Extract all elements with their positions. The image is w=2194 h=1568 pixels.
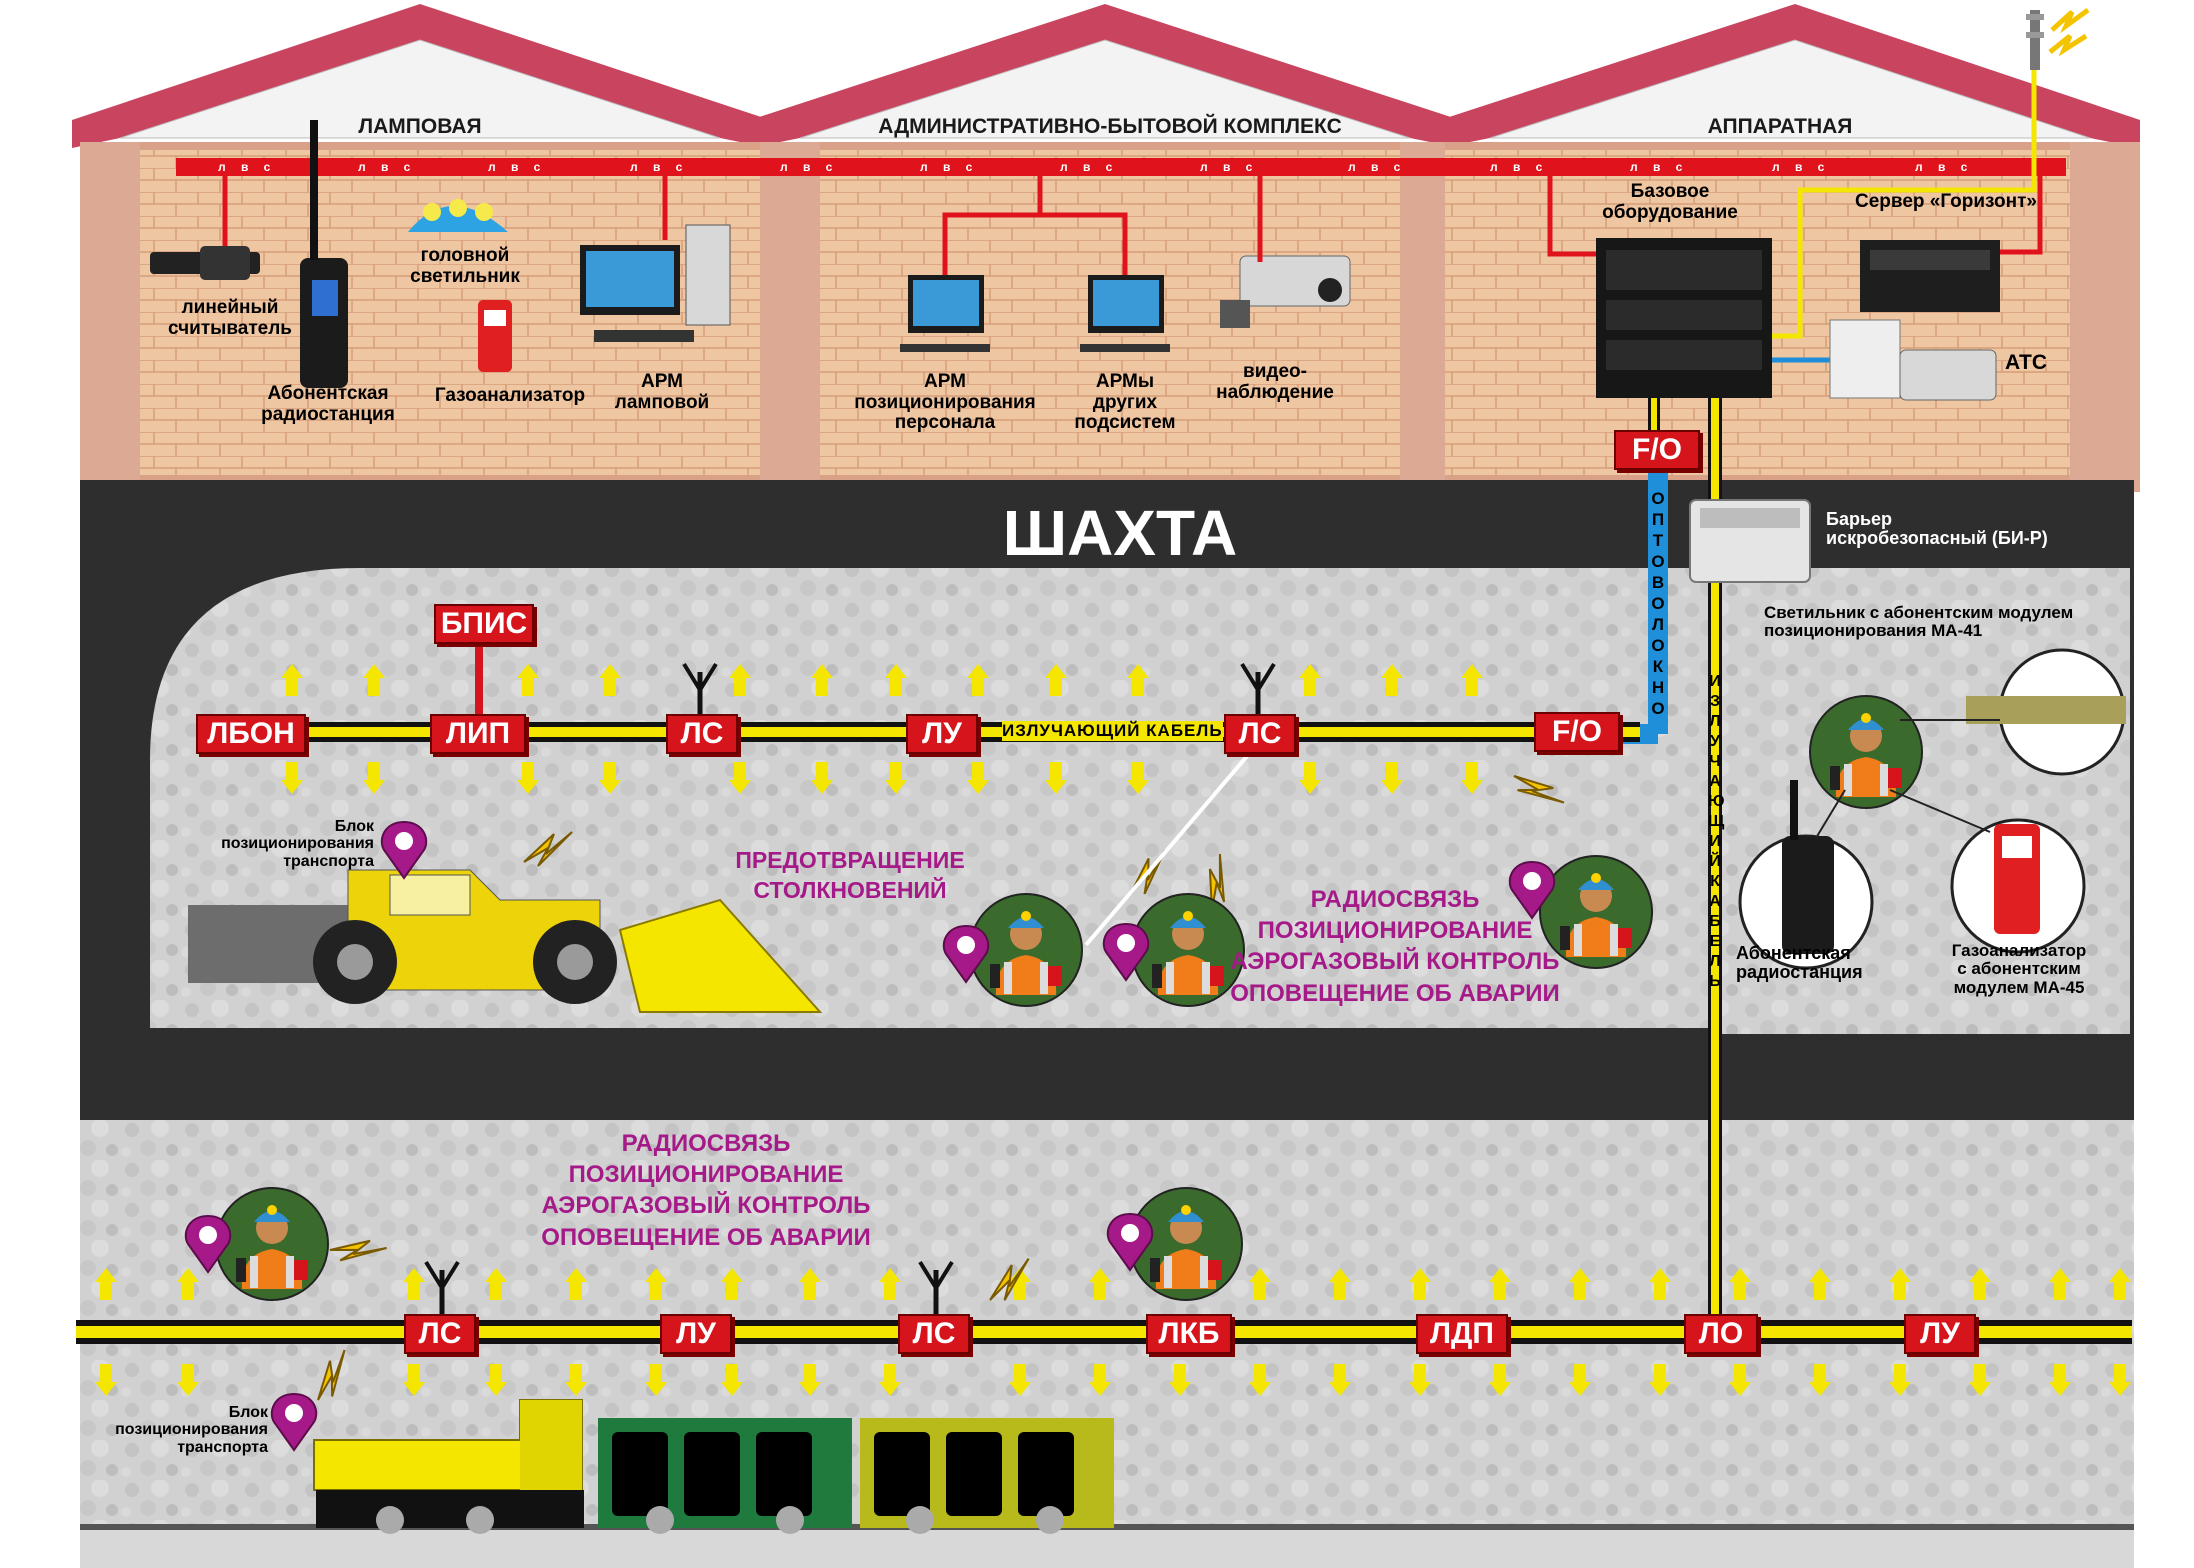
tag-fo-mid: F/O xyxy=(1534,712,1620,752)
server-label: Сервер «Горизонт» xyxy=(1855,191,2037,212)
camera-icon xyxy=(1220,255,1351,328)
barrier-label: Барьер искробезопасный (БИ-Р) xyxy=(1826,509,2048,549)
collision-label: ПРЕДОТВРАЩЕНИЕ СТОЛКНОВЕНИЙ xyxy=(735,847,965,903)
transport-block-label-upper: Блок позиционирования транспорта xyxy=(221,818,374,870)
buildings xyxy=(72,4,2140,492)
barrier-icon xyxy=(1689,499,1811,583)
base-equipment-label: Базовое оборудование xyxy=(1602,181,1738,223)
locomotive-icon xyxy=(313,1399,584,1534)
lan-mark: л в с xyxy=(488,160,547,174)
tag-fo-top: F/O xyxy=(1614,430,1700,470)
lamp-room-devices xyxy=(150,120,731,388)
tag-lower-ls-1: ЛС xyxy=(404,1314,476,1354)
lan-mark: л в с xyxy=(358,160,417,174)
tag-lbon: ЛБОН xyxy=(196,714,306,754)
line-reader-icon xyxy=(150,246,260,280)
lan-mark: л в с xyxy=(1915,160,1974,174)
wagon-icon xyxy=(860,1418,1114,1534)
features-upper: РАДИОСВЯЗЬ ПОЗИЦИОНИРОВАНИЕ АЭРОГАЗОВЫЙ … xyxy=(1230,886,1560,1007)
worker-icon xyxy=(1809,695,1923,809)
server-rack-icon xyxy=(1596,238,1772,398)
admin-complex-title: АДМИНИСТРАТИВНО-БЫТОВОЙ КОМПЛЕКС xyxy=(878,115,1342,138)
lamp-room-title: ЛАМПОВАЯ xyxy=(358,115,482,138)
ats-label: АТС xyxy=(2004,351,2048,374)
tag-ls-1: ЛС xyxy=(666,714,738,754)
lan-mark: л в с xyxy=(780,160,839,174)
lan-mark: л в с xyxy=(218,160,277,174)
side-panel-devices xyxy=(1738,648,2126,970)
mine-title: ШАХТА xyxy=(1002,497,1238,569)
tag-lower-lkb: ЛКБ xyxy=(1146,1314,1232,1354)
features-lower: РАДИОСВЯЗЬ ПОЗИЦИОНИРОВАНИЕ АЭРОГАЗОВЫЙ … xyxy=(541,1130,871,1251)
equipment-room-title: АППАРАТНАЯ xyxy=(1707,115,1853,138)
fiber-vertical-label: ОПТОВОЛОКНО xyxy=(1651,489,1665,718)
arm-positioning-label: АРМ позиционирования персонала xyxy=(854,371,1036,434)
radiating-vertical-label: ИЗЛУЧАЮЩИЙ КАБЕЛЬ xyxy=(1708,673,1725,990)
ats-icon xyxy=(1829,319,1997,401)
tag-lower-lu-1: ЛУ xyxy=(660,1314,732,1354)
tag-lower-lu-2: ЛУ xyxy=(1904,1314,1976,1354)
worker-icon xyxy=(1131,893,1245,1007)
worker-icon xyxy=(215,1187,329,1301)
line-reader-label: линейный считыватель xyxy=(168,297,292,339)
lan-mark: л в с xyxy=(630,160,689,174)
radio-icon xyxy=(300,120,348,388)
transport-block-label-lower: Блок позиционирования транспорта xyxy=(115,1404,268,1456)
side-gas-label: Газоанализатор с абонентским модулем МА-… xyxy=(1951,941,2087,997)
lamp-module-label: Светильник с абонентским модулем позицио… xyxy=(1764,603,2074,641)
tag-bpis: БПИС xyxy=(434,604,534,644)
admin-devices xyxy=(900,176,1351,352)
tag-lip: ЛИП xyxy=(430,714,526,754)
radiating-horizontal-label: ИЗЛУЧАЮЩИЙ КАБЕЛЬ xyxy=(1002,721,1223,741)
arm-lamp-label: АРМ ламповой xyxy=(614,371,710,413)
gas-analyzer-label: Газоанализатор xyxy=(434,385,586,406)
loader-icon xyxy=(188,869,823,1013)
head-lamp-label: головной светильник xyxy=(410,245,520,287)
lan-mark: л в с xyxy=(1060,160,1119,174)
tag-lower-lo: ЛО xyxy=(1684,1314,1758,1354)
server-icon xyxy=(1860,240,2000,312)
tag-ls-2: ЛС xyxy=(1224,714,1296,754)
tag-lower-ldp: ЛДП xyxy=(1416,1314,1508,1354)
wagon-icon xyxy=(598,1418,852,1534)
computer-icon xyxy=(580,224,731,342)
lan-mark: л в с xyxy=(1348,160,1407,174)
arm-other-label: АРМы других подсистем xyxy=(1074,371,1176,434)
gas-analyzer-icon xyxy=(478,300,512,372)
radio-station-label: Абонентская радиостанция xyxy=(261,383,395,425)
lan-mark: л в с xyxy=(1490,160,1549,174)
computer-icon xyxy=(900,275,990,352)
lan-mark: л в с xyxy=(920,160,979,174)
computer-icon xyxy=(1080,275,1170,352)
side-radio-label: Абонентская радиостанция xyxy=(1736,943,1863,983)
lan-mark: л в с xyxy=(1630,160,1689,174)
tag-lower-ls-2: ЛС xyxy=(898,1314,970,1354)
video-label: видео- наблюдение xyxy=(1216,361,1334,403)
tag-lu: ЛУ xyxy=(906,714,978,754)
lan-mark: л в с xyxy=(1772,160,1831,174)
head-lamp-icon xyxy=(408,199,508,232)
lan-mark: л в с xyxy=(1200,160,1259,174)
